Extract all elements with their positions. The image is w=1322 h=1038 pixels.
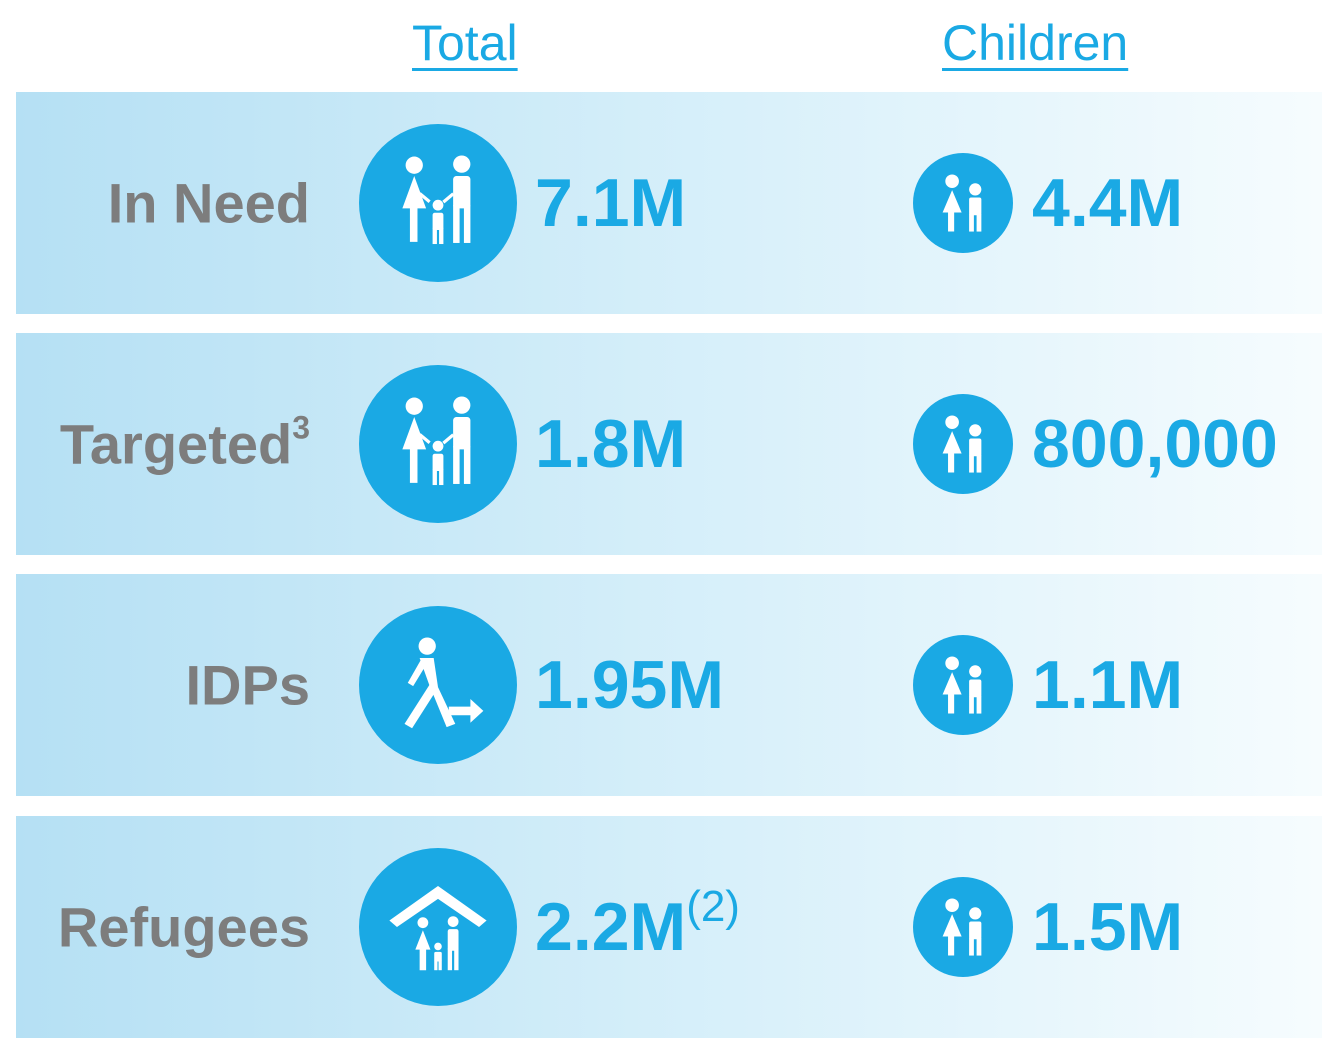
children-value: 1.5M (1032, 889, 1184, 965)
row-label: Refugees (57, 895, 310, 959)
children-value: 800,000 (1032, 406, 1278, 482)
row-label: Targeted3 (59, 409, 310, 476)
children-value: 4.4M (1032, 165, 1184, 241)
family-icon (359, 365, 517, 523)
total-value: 2.2M(2) (535, 882, 740, 965)
children-value: 1.1M (1032, 647, 1184, 723)
sheltered-family-icon (359, 848, 517, 1006)
total-column-header: Total (412, 15, 518, 71)
total-value: 1.8M (535, 406, 687, 482)
children-icon (913, 394, 1013, 494)
children-column-header: Children (942, 15, 1129, 71)
total-value: 7.1M (535, 165, 687, 241)
total-value: 1.95M (535, 647, 724, 723)
children-icon (913, 877, 1013, 977)
children-icon (913, 635, 1013, 735)
row-refugees: Refugees 2.2M(2) 1.5M (16, 816, 1322, 1038)
row-targeted: Targeted3 1.8M 800,000 (16, 333, 1322, 555)
family-icon (359, 124, 517, 282)
row-in-need: In Need 7.1M 4.4M (16, 92, 1322, 314)
children-icon (913, 153, 1013, 253)
displaced-person-icon (359, 606, 517, 764)
row-idps: IDPs 1.95M 1.1M (16, 574, 1322, 796)
row-label: IDPs (185, 653, 311, 717)
row-label: In Need (107, 171, 310, 235)
